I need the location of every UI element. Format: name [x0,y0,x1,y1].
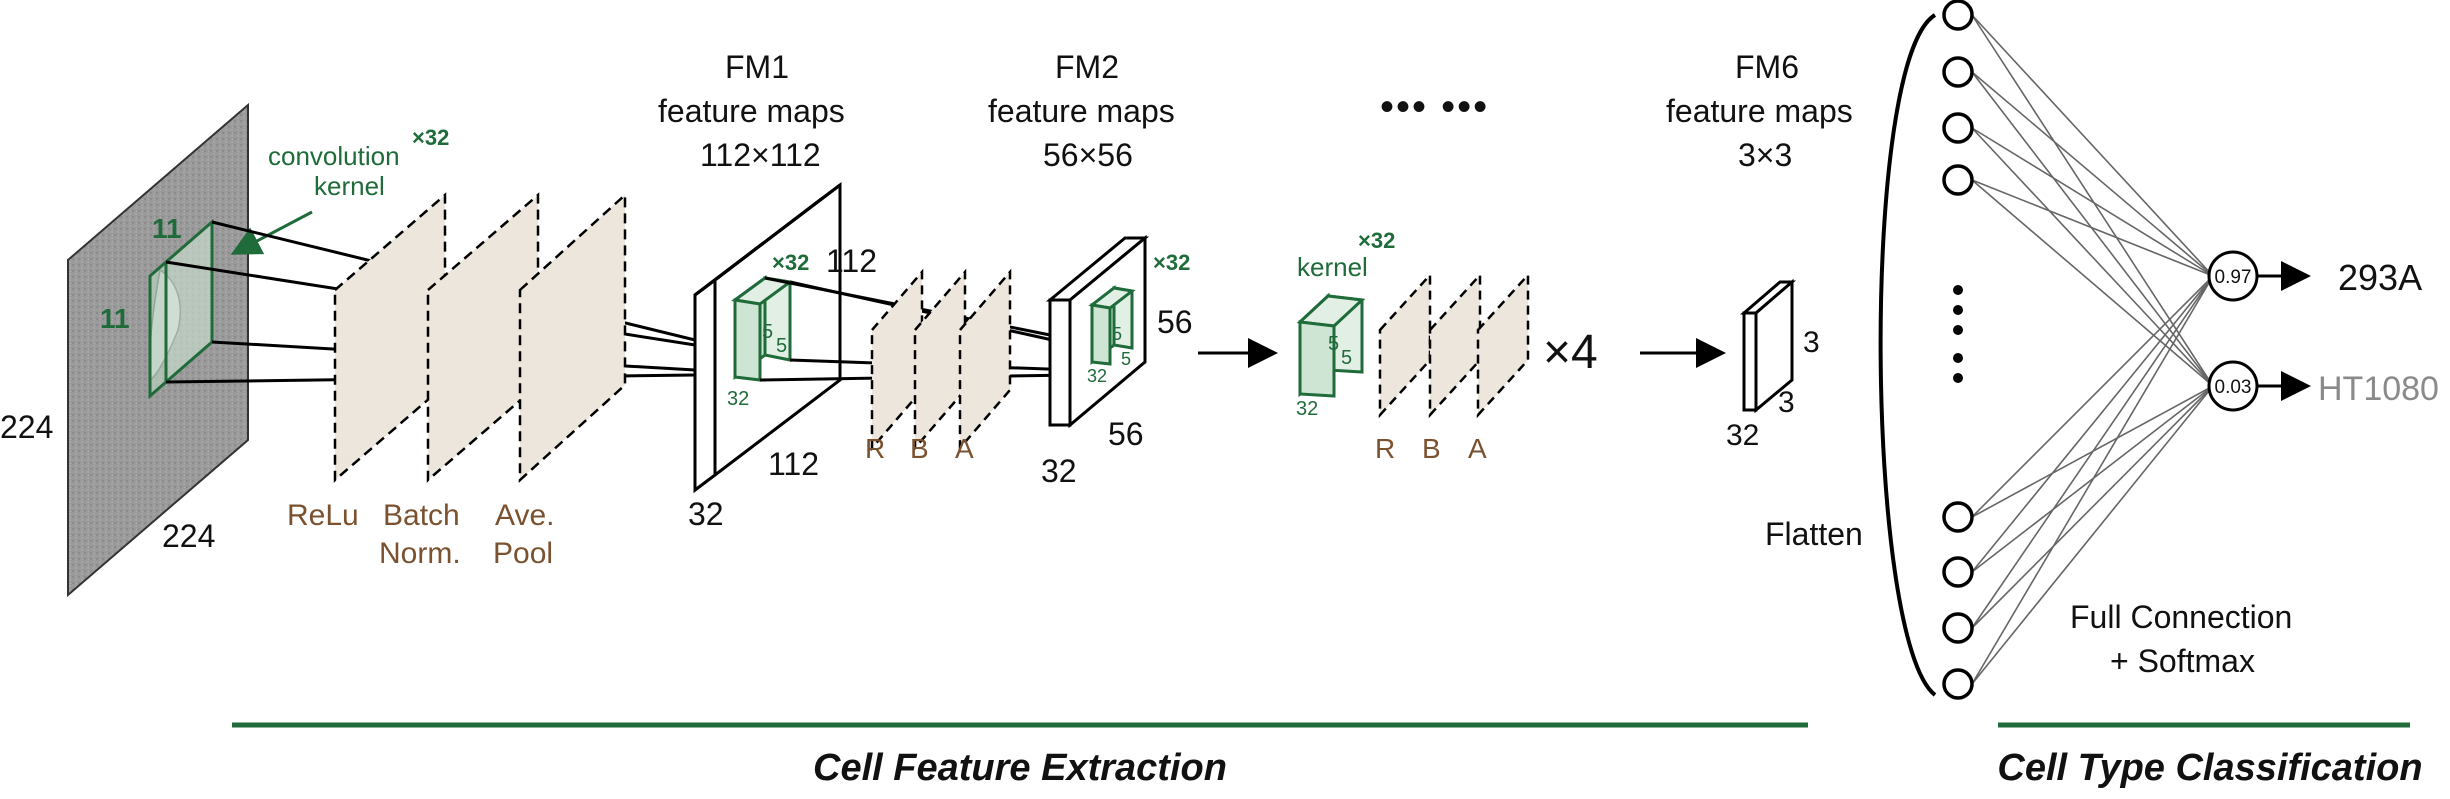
fc-node [1942,556,1974,588]
fm6-block [1739,278,1797,414]
fc-input-nodes [1942,0,1974,700]
section-extraction: Cell Feature Extraction [813,747,1227,789]
input-height-label: 224 [0,409,53,445]
fm1-kernel-a: 5 [762,321,773,343]
pool-label-1: Ave. [495,499,555,532]
fm6-side-w: 3 [1778,386,1795,419]
output-label-ht1080: HT1080 [2318,370,2439,408]
repeat-kernel-label: kernel [1297,252,1368,282]
fm1-depth: 32 [688,496,724,532]
layer-batchnorm [426,192,540,483]
repeat-kernel-b: 5 [1341,347,1352,369]
output-node-293a [2207,250,2259,302]
fm1-kernel-depth: 32 [727,388,749,410]
repeat-dots: ••• ••• [1380,85,1489,129]
fm6-subtitle: feature maps [1666,93,1853,129]
repeat-a: A [1468,433,1487,464]
conv-count: ×32 [412,125,449,150]
fc-node [1942,0,1974,31]
fm6-depth: 32 [1726,419,1759,452]
fc-label-2: + Softmax [2110,643,2255,679]
fm2-size: 56×56 [1043,137,1133,173]
fm2-title: FM2 [1055,49,1119,85]
rba1-layers [870,268,1012,452]
layer-relu [333,192,447,483]
fc-node [1942,56,1974,88]
fc-node [1942,668,1974,700]
repeat-kernel-depth: 32 [1296,398,1318,420]
fm1-side-h: 112 [826,243,877,279]
fc-node [1942,612,1974,644]
repeat-b: B [1422,433,1441,464]
output-label-293a: 293A [2338,257,2422,298]
input-kernel-h: 11 [152,213,182,244]
fm1-side-w: 112 [768,446,819,482]
fm2-side-h: 56 [1157,304,1193,340]
fm2-kernel [1088,284,1136,366]
pool-label-2: Pool [493,537,553,570]
conv-label-line2: kernel [314,171,385,201]
repeat-rba-layers [1378,271,1530,419]
rba1-b: B [910,433,929,464]
fm1-size: 112×112 [700,137,821,173]
repeat-kernel-a: 5 [1328,333,1339,355]
output-prob-ht1080: 0.03 [2215,377,2252,398]
batch-label-2: Norm. [379,537,461,570]
output-node-ht1080 [2207,360,2259,412]
fm6-title: FM6 [1735,49,1799,85]
input-kernel-w: 11 [100,303,130,334]
fm2-side-w: 56 [1108,416,1144,452]
fm1-title: FM1 [725,49,789,85]
batch-label-1: Batch [383,499,460,532]
fm2-subtitle: feature maps [988,93,1175,129]
relu-label: ReLu [287,499,359,532]
flatten-bracket [1878,13,1937,697]
repeat-kernel [1296,292,1366,398]
fm2-kernel-b: 5 [1121,349,1131,369]
rba1-r: R [865,433,885,464]
layer-avepool [518,192,627,483]
fm1-subtitle: feature maps [658,93,845,129]
fm2-depth: 32 [1041,453,1077,489]
section-classification: Cell Type Classification [1997,747,2422,789]
fc-ellipsis [1953,285,1963,383]
repeat-r: R [1375,433,1395,464]
fm2-kernel-a: 5 [1112,324,1122,344]
fc-node [1942,164,1974,196]
fc-node [1942,112,1974,144]
fm2-kernel-depth: 32 [1087,366,1107,386]
input-width-label: 224 [162,518,215,554]
repeat-times: ×4 [1543,326,1598,379]
conv-label-line1: convolution [268,141,400,171]
conv-arrow [230,210,313,255]
fc-connections [1971,14,2214,685]
flatten-label: Flatten [1765,516,1863,552]
fc-node [1942,501,1974,533]
fm6-size: 3×3 [1738,137,1792,173]
fm1-kernel-count: ×32 [772,250,809,275]
rba1-a: A [955,433,974,464]
output-prob-293a: 0.97 [2215,267,2252,288]
fm1-kernel-b: 5 [776,335,787,357]
fm6-side-h: 3 [1803,326,1820,359]
fc-label-1: Full Connection [2070,599,2292,635]
repeat-kernel-count: ×32 [1358,228,1395,253]
fm2-kernel-count: ×32 [1153,250,1190,275]
